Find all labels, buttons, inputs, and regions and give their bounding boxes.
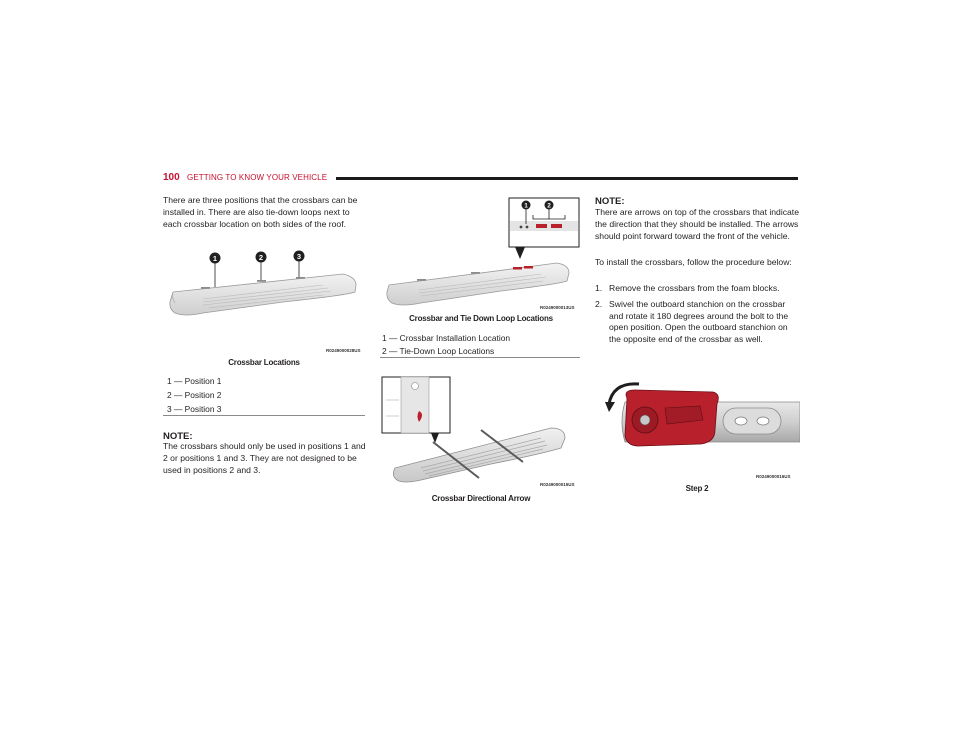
step-item: 1. Remove the crossbars from the foam bl… [595, 283, 799, 295]
callout-3-marker [293, 250, 305, 262]
step-text: Swivel the outboard stanchion on the cro… [609, 298, 789, 345]
tie-down-locations-figure: 1 2 [386, 197, 580, 306]
legend-divider [380, 357, 580, 358]
step-number: 1. [595, 283, 603, 293]
figure-code: R0249000016US [756, 474, 791, 479]
note-heading: NOTE: [595, 196, 625, 207]
section-title: GETTING TO KNOW YOUR VEHICLE [187, 173, 328, 182]
callout-3: 3 [297, 252, 301, 261]
legend-item: 2 — Tie-Down Loop Locations [382, 346, 495, 356]
note-text: There are arrows on top of the crossbars… [595, 207, 799, 241]
rotation-arrow-icon [607, 382, 640, 405]
note-text: The crossbars should only be used in pos… [163, 441, 366, 475]
procedure-intro: To install the crossbars, follow the pro… [595, 257, 792, 267]
crossbar-arrow-figure [381, 376, 566, 483]
figure-caption: Step 2 [685, 484, 709, 493]
callout-2-marker [255, 251, 267, 263]
figure-code: R0249000028US [326, 348, 361, 353]
header-rule [336, 177, 798, 180]
step-item: 2. Swivel the outboard stanchion on the … [595, 299, 799, 346]
procedure-steps: 1. Remove the crossbars from the foam bl… [595, 283, 799, 348]
callout-1: 1 [213, 254, 217, 263]
callout-1-marker [521, 200, 531, 210]
step-2-figure [605, 382, 800, 447]
intro-paragraph: There are three positions that the cross… [163, 195, 358, 229]
legend-divider [163, 415, 365, 416]
figure-code: R0249000015US [540, 482, 575, 487]
callout-1: 1 [524, 203, 528, 210]
page-number: 100 [163, 172, 180, 183]
figure-code: R0249000013US [540, 305, 575, 310]
figure-caption: Crossbar Locations [228, 358, 300, 367]
callout-2-marker [544, 200, 554, 210]
figure-caption: Crossbar Directional Arrow [431, 494, 531, 503]
legend-item: 1 — Position 1 [167, 376, 222, 386]
step-text: Remove the crossbars from the foam block… [609, 283, 780, 293]
step-number: 2. [595, 298, 603, 309]
crossbar-locations-figure: 1 2 3 [169, 250, 357, 316]
legend-item: 3 — Position 3 [167, 404, 222, 414]
legend-item: 1 — Crossbar Installation Location [382, 333, 511, 343]
legend-item: 2 — Position 2 [167, 390, 222, 400]
callout-1-marker [209, 252, 221, 264]
figure-caption: Crossbar and Tie Down Loop Locations [409, 314, 553, 323]
note-heading: NOTE: [163, 431, 193, 442]
callout-2: 2 [259, 253, 263, 262]
callout-2: 2 [547, 203, 551, 210]
